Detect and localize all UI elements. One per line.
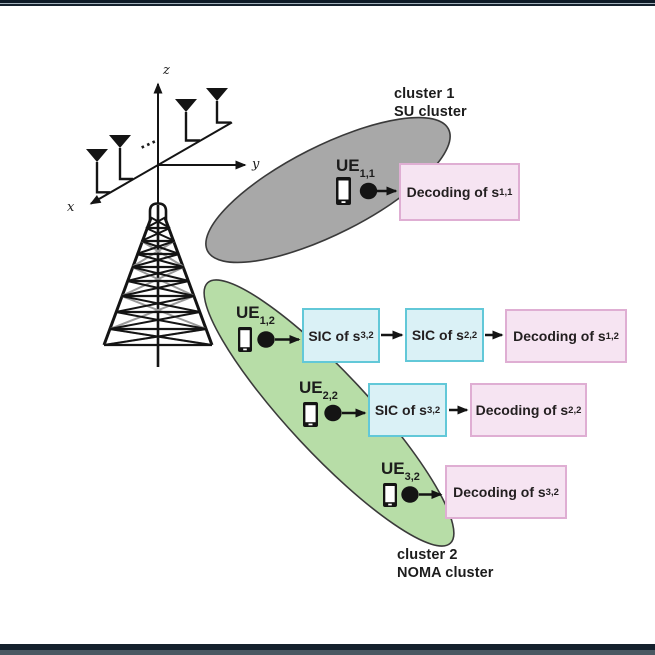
z-axis-label: z: [163, 63, 170, 78]
ue11-label: UE1,1: [336, 156, 375, 180]
smartphone-icon-ue11: [336, 177, 351, 205]
flow-arrows: [275, 186, 504, 499]
cluster1-line2: SU cluster: [394, 103, 467, 120]
antenna-icon: [86, 149, 110, 194]
coordinate-axes: [89, 82, 247, 205]
ue-smartphones: [238, 177, 397, 507]
bottom-frame-border: [0, 644, 655, 655]
ue32-subscript: 3,2: [404, 471, 420, 483]
su-cluster-ellipse: [205, 116, 451, 264]
ue11-subscript: 1,1: [359, 168, 375, 180]
antenna-array: [86, 88, 231, 194]
user-dot-ue32: [401, 486, 419, 503]
cluster2-line1: cluster 2: [397, 547, 458, 563]
antenna-icon: [109, 135, 133, 181]
ue32-label: UE3,2: [381, 459, 420, 483]
y-axis-label: y: [252, 157, 260, 172]
antenna-icon: [206, 88, 231, 124]
top-frame-border: [0, 0, 655, 6]
cluster2-title: cluster 2 NOMA cluster: [397, 547, 494, 582]
ue-position-dots: [257, 182, 419, 503]
bs-tower-icon: [102, 202, 214, 367]
smartphone-icon-ue22: [303, 402, 318, 427]
ue12-label: UE1,2: [236, 303, 275, 327]
cluster2-line2: NOMA cluster: [397, 564, 494, 581]
user-dot-ue12: [257, 331, 275, 348]
smartphone-icon-ue32: [383, 483, 397, 507]
x-axis-label: x: [67, 200, 75, 215]
user-dot-ue22: [324, 404, 342, 422]
cluster1-line1: cluster 1: [394, 86, 455, 102]
user-dot-ue11: [359, 182, 378, 200]
smartphone-icon-ue12: [238, 327, 252, 352]
cluster1-title: cluster 1 SU cluster: [394, 86, 467, 121]
x-axis: [89, 121, 233, 205]
ue12-subscript: 1,2: [259, 315, 275, 327]
ue22-subscript: 2,2: [322, 390, 338, 402]
ue22-label: UE2,2: [299, 378, 338, 402]
antenna-icon: [175, 99, 200, 142]
